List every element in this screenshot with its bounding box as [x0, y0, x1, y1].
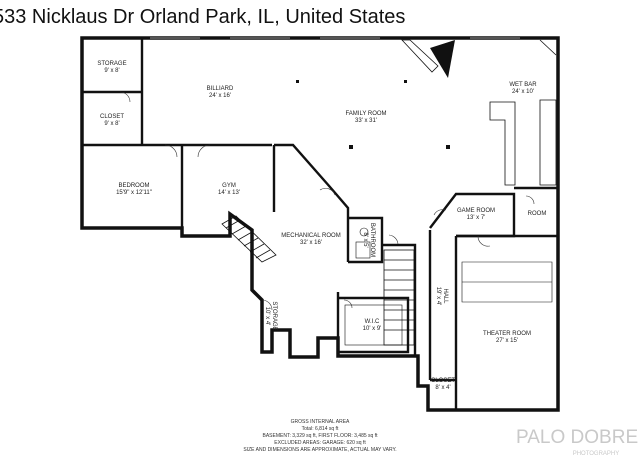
room-name: ROOM — [528, 211, 547, 217]
stairs-left — [221, 215, 277, 263]
area-floors: BASEMENT: 3,329 sq ft, FIRST FLOOR: 3,48… — [263, 433, 379, 439]
closet-top-dims: 9' x 8' — [104, 121, 119, 127]
bedroom-dims: 15'9" x 12'11" — [116, 190, 152, 196]
exterior-walls — [80, 36, 560, 412]
wic-shelving — [344, 304, 403, 346]
wet-bar-counter — [489, 39, 557, 186]
bathroom-label: BATHROOM 8' x 5' — [362, 223, 375, 257]
storage-top-name: STORAGE — [97, 61, 126, 67]
closet-top-name: CLOSET — [100, 114, 124, 120]
area-disclaimer: SIZE AND DIMENSIONS ARE APPROXIMATE, ACT… — [243, 447, 396, 453]
columns — [296, 80, 450, 149]
theater-room-dims: 27' x 15' — [496, 338, 518, 344]
hall-name: HALL — [442, 288, 448, 304]
theater-room-name: THEATER ROOM — [483, 331, 531, 337]
area-total: Total: 6,814 sq ft — [302, 426, 339, 432]
page-title: 533 Nicklaus Dr Orland Park, IL, United … — [0, 0, 640, 34]
door-swings — [119, 91, 535, 311]
storage-small-name: STORAGE — [271, 301, 277, 330]
watermark-brand: PALO DOBRE — [516, 427, 638, 448]
bathroom-dims: 8' x 5' — [362, 232, 368, 247]
billiard-name: BILLIARD — [207, 86, 234, 92]
bathroom-fixtures — [355, 227, 371, 259]
address-title: 533 Nicklaus Dr Orland Park, IL, United … — [0, 6, 406, 28]
mechanical-room-name: MECHANICAL ROOM — [281, 233, 340, 239]
bedroom-name: BEDROOM — [118, 183, 149, 189]
wic-name: W.I.C — [365, 319, 380, 325]
storage-top-dims: 9' x 8' — [104, 68, 119, 74]
family-room-name: FAMILY ROOM — [345, 111, 386, 117]
game-room-dims: 13' x 7' — [467, 215, 486, 221]
storage-small-dims: 10' x 4' — [264, 307, 270, 326]
hearth — [401, 39, 439, 73]
storage-small-label: STORAGE 10' x 4' — [264, 301, 277, 330]
mechanical-room-dims: 32' x 16' — [300, 240, 322, 246]
hall-dims: 19' x 4' — [435, 287, 441, 306]
interior-walls — [82, 38, 558, 410]
area-excluded: EXCLUDED AREAS: GARAGE: 620 sq ft — [274, 440, 366, 446]
closet-small-dims: 8' x 4' — [435, 385, 450, 391]
gym-dims: 14' x 13' — [218, 190, 240, 196]
area-title: GROSS INTERNAL AREA — [291, 419, 350, 425]
wet-bar-dims: 24' x 10' — [512, 89, 534, 95]
watermark-sub: PHOTOGRAPHY — [573, 451, 620, 457]
family-room-dims: 33' x 31' — [355, 118, 377, 124]
hall-label: HALL 19' x 4' — [435, 287, 448, 306]
bathroom-name: BATHROOM — [369, 223, 375, 257]
billiard-dims: 24' x 16' — [209, 93, 231, 99]
closet-small-name: CLOSET — [431, 378, 455, 384]
fireplace — [430, 40, 455, 78]
theater-tiers — [461, 261, 553, 303]
stairs-right — [383, 249, 415, 346]
wet-bar-name: WET BAR — [509, 82, 537, 88]
gym-name: GYM — [222, 183, 236, 189]
wic-dims: 10' x 9' — [363, 326, 382, 332]
game-room-name: GAME ROOM — [457, 208, 495, 214]
